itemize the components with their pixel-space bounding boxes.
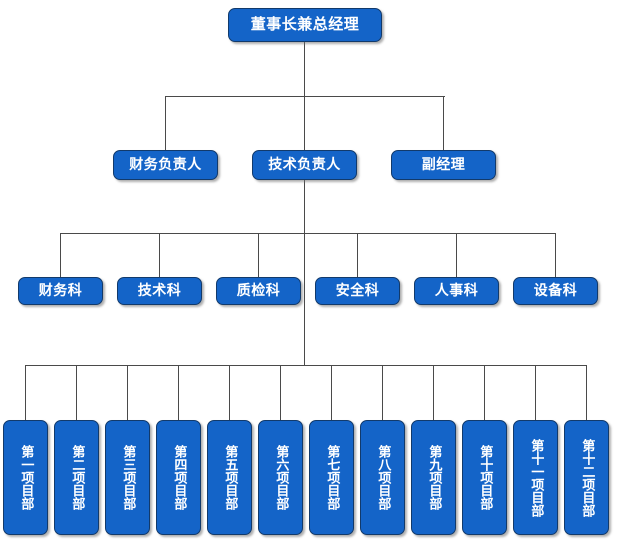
org-node-label: 安全科 bbox=[335, 282, 380, 299]
connector-line bbox=[357, 233, 358, 277]
connector-line bbox=[165, 96, 445, 97]
org-node-label: 第九项目部 bbox=[426, 445, 442, 510]
connector-line bbox=[76, 365, 77, 420]
org-node-label: 第十项目部 bbox=[477, 445, 493, 510]
org-node-project-team[interactable]: 第十二项目部 bbox=[564, 420, 609, 535]
org-node-label: 第四项目部 bbox=[171, 445, 187, 510]
org-node-label: 第六项目部 bbox=[273, 445, 289, 510]
org-node-label: 技术科 bbox=[137, 282, 182, 299]
org-node-label: 第二项目部 bbox=[69, 445, 85, 510]
connector-line bbox=[60, 233, 556, 234]
connector-line bbox=[304, 180, 305, 233]
connector-line bbox=[178, 365, 179, 420]
org-node-project-team[interactable]: 第七项目部 bbox=[309, 420, 354, 535]
org-node-label: 财务负责人 bbox=[129, 156, 202, 173]
org-node-project-team[interactable]: 第六项目部 bbox=[258, 420, 303, 535]
org-node-manager[interactable]: 副经理 bbox=[391, 150, 496, 180]
connector-line bbox=[25, 365, 26, 420]
org-node-label: 财务科 bbox=[38, 282, 83, 299]
connector-line bbox=[443, 96, 444, 150]
connector-line bbox=[60, 233, 61, 277]
org-node-department[interactable]: 设备科 bbox=[513, 277, 598, 305]
connector-line bbox=[382, 365, 383, 420]
org-node-department[interactable]: 技术科 bbox=[117, 277, 202, 305]
connector-line bbox=[484, 365, 485, 420]
connector-line bbox=[165, 96, 166, 150]
org-node-department[interactable]: 质检科 bbox=[216, 277, 301, 305]
org-node-project-team[interactable]: 第四项目部 bbox=[156, 420, 201, 535]
org-node-project-team[interactable]: 第十一项目部 bbox=[513, 420, 558, 535]
org-node-label: 第一项目部 bbox=[18, 445, 34, 510]
connector-line bbox=[433, 365, 434, 420]
connector-line bbox=[280, 365, 281, 420]
org-node-project-team[interactable]: 第八项目部 bbox=[360, 420, 405, 535]
org-node-project-team[interactable]: 第二项目部 bbox=[54, 420, 99, 535]
org-node-label: 设备科 bbox=[533, 282, 578, 299]
connector-line bbox=[304, 96, 305, 150]
connector-line bbox=[555, 233, 556, 277]
org-node-label: 第十一项目部 bbox=[528, 438, 544, 517]
connector-line bbox=[456, 233, 457, 277]
org-node-label: 质检科 bbox=[236, 282, 281, 299]
org-node-project-team[interactable]: 第九项目部 bbox=[411, 420, 456, 535]
org-node-department[interactable]: 安全科 bbox=[315, 277, 400, 305]
org-node-project-team[interactable]: 第五项目部 bbox=[207, 420, 252, 535]
connector-line bbox=[258, 233, 259, 277]
org-node-project-team[interactable]: 第三项目部 bbox=[105, 420, 150, 535]
connector-line bbox=[25, 365, 586, 366]
connector-line bbox=[535, 365, 536, 420]
connector-line bbox=[127, 365, 128, 420]
org-node-label: 第七项目部 bbox=[324, 445, 340, 510]
org-node-project-team[interactable]: 第十项目部 bbox=[462, 420, 507, 535]
connector-line bbox=[586, 365, 587, 420]
org-node-executive[interactable]: 董事长兼总经理 bbox=[228, 8, 382, 42]
connector-line bbox=[229, 365, 230, 420]
org-node-label: 人事科 bbox=[434, 282, 479, 299]
connector-line bbox=[159, 233, 160, 277]
org-node-label: 技术负责人 bbox=[268, 156, 341, 173]
org-node-label: 第八项目部 bbox=[375, 445, 391, 510]
org-node-label: 第十二项目部 bbox=[579, 438, 595, 517]
connector-line bbox=[331, 365, 332, 420]
org-node-label: 第三项目部 bbox=[120, 445, 136, 510]
org-node-label: 副经理 bbox=[421, 156, 466, 173]
org-node-department[interactable]: 人事科 bbox=[414, 277, 499, 305]
org-node-project-team[interactable]: 第一项目部 bbox=[3, 420, 48, 535]
org-node-manager[interactable]: 财务负责人 bbox=[113, 150, 218, 180]
org-node-manager[interactable]: 技术负责人 bbox=[252, 150, 357, 180]
org-node-department[interactable]: 财务科 bbox=[18, 277, 103, 305]
connector-line bbox=[304, 42, 305, 96]
connector-line bbox=[304, 233, 305, 365]
org-node-label: 第五项目部 bbox=[222, 445, 238, 510]
org-node-label: 董事长兼总经理 bbox=[250, 15, 360, 34]
